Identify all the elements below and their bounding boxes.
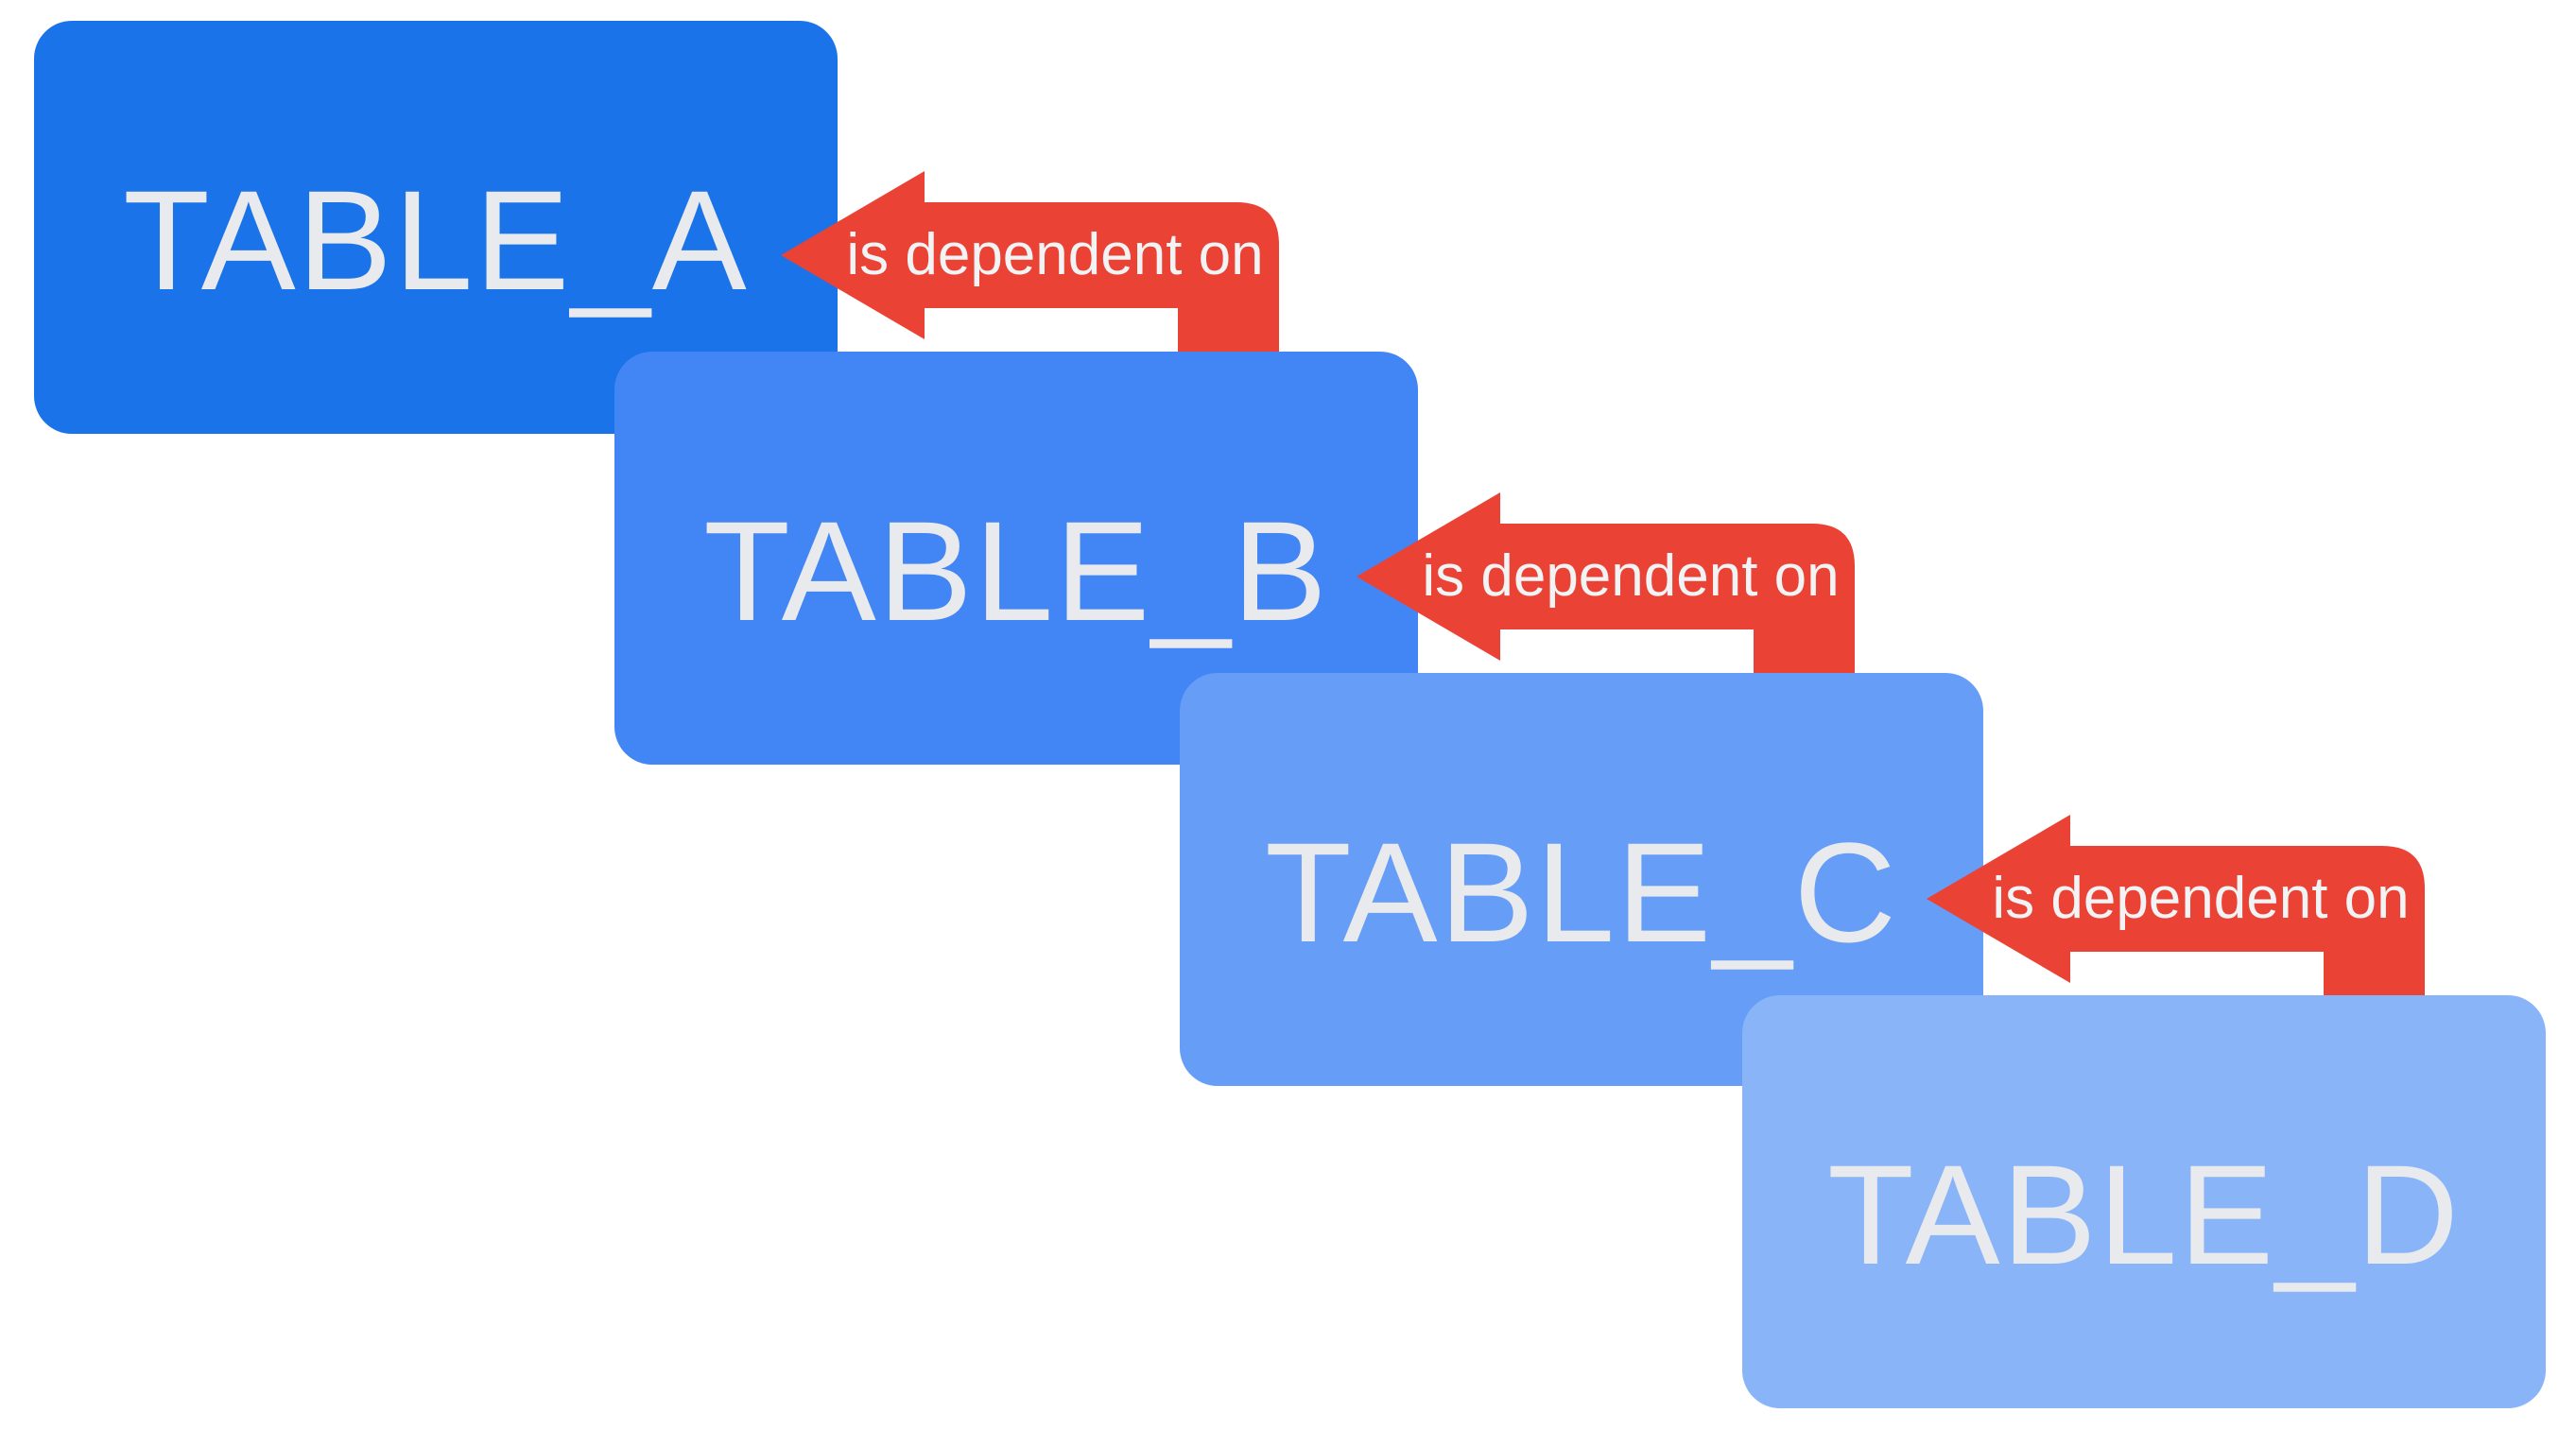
arrow-label-c-to-b: is dependent on (1422, 543, 1840, 609)
arrow-label-d-to-c: is dependent on (1992, 866, 2410, 931)
table-a-box: TABLE_A (34, 21, 838, 434)
table-d-box: TABLE_D (1742, 995, 2546, 1408)
table-a-label: TABLE_A (123, 161, 749, 319)
table-d-label: TABLE_D (1827, 1135, 2461, 1294)
table-b-label: TABLE_B (703, 491, 1329, 650)
arrow-label-b-to-a: is dependent on (846, 222, 1264, 287)
table-c-label: TABLE_C (1265, 813, 1898, 972)
